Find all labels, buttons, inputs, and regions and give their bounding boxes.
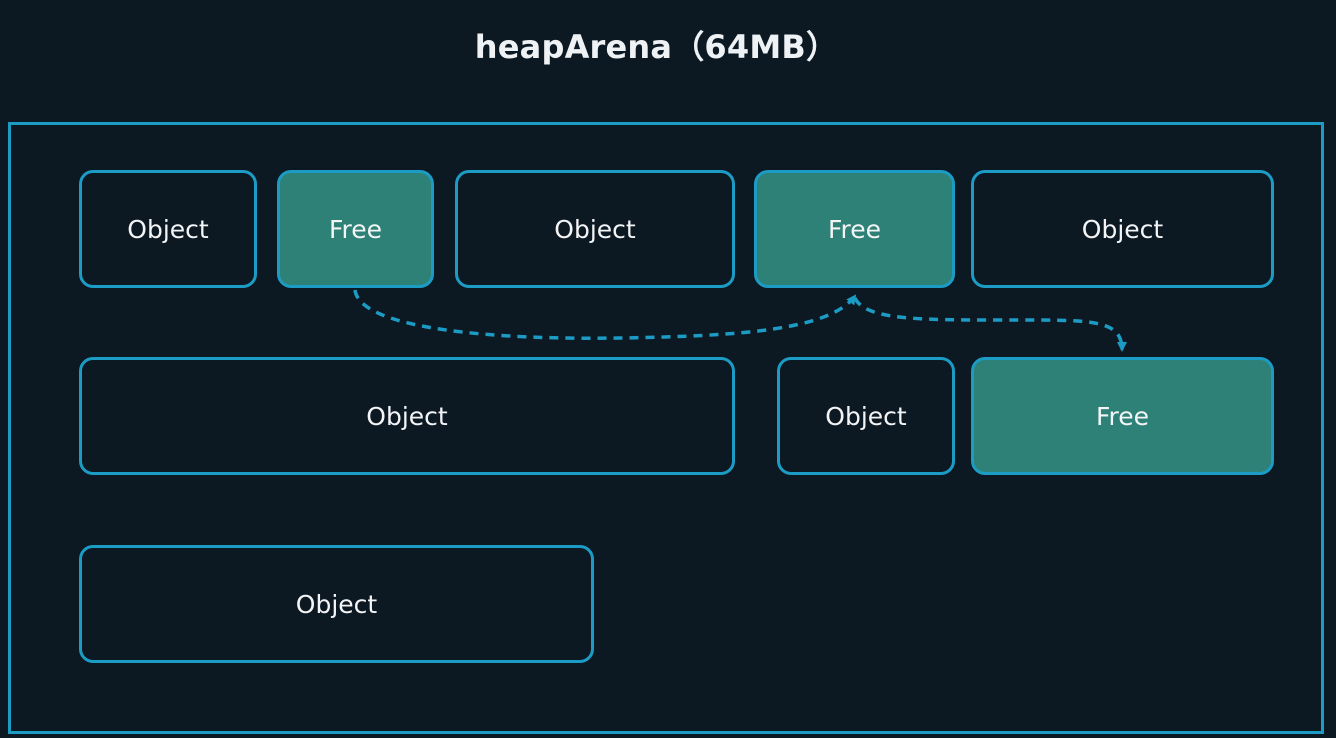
- block-free-3: Free: [971, 357, 1274, 475]
- block-label: Object: [1081, 214, 1164, 244]
- heap-arena-container: [8, 122, 1324, 734]
- block-object-3: Object: [971, 170, 1274, 288]
- block-object-6: Object: [79, 545, 594, 663]
- diagram-title: heapArena（64MB）: [474, 28, 839, 66]
- block-object-2: Object: [455, 170, 735, 288]
- block-label: Object: [554, 214, 636, 244]
- block-object-5: Object: [777, 357, 955, 475]
- block-label: Free: [328, 214, 383, 244]
- block-label: Object: [127, 214, 209, 244]
- block-free-1: Free: [277, 170, 434, 288]
- block-label: Object: [366, 401, 448, 431]
- block-label: Object: [825, 401, 907, 431]
- block-free-2: Free: [754, 170, 955, 288]
- block-object-4: Object: [79, 357, 735, 475]
- block-label: Free: [827, 214, 882, 244]
- block-label: Free: [1095, 401, 1150, 431]
- block-object-1: Object: [79, 170, 257, 288]
- block-label: Object: [295, 589, 378, 619]
